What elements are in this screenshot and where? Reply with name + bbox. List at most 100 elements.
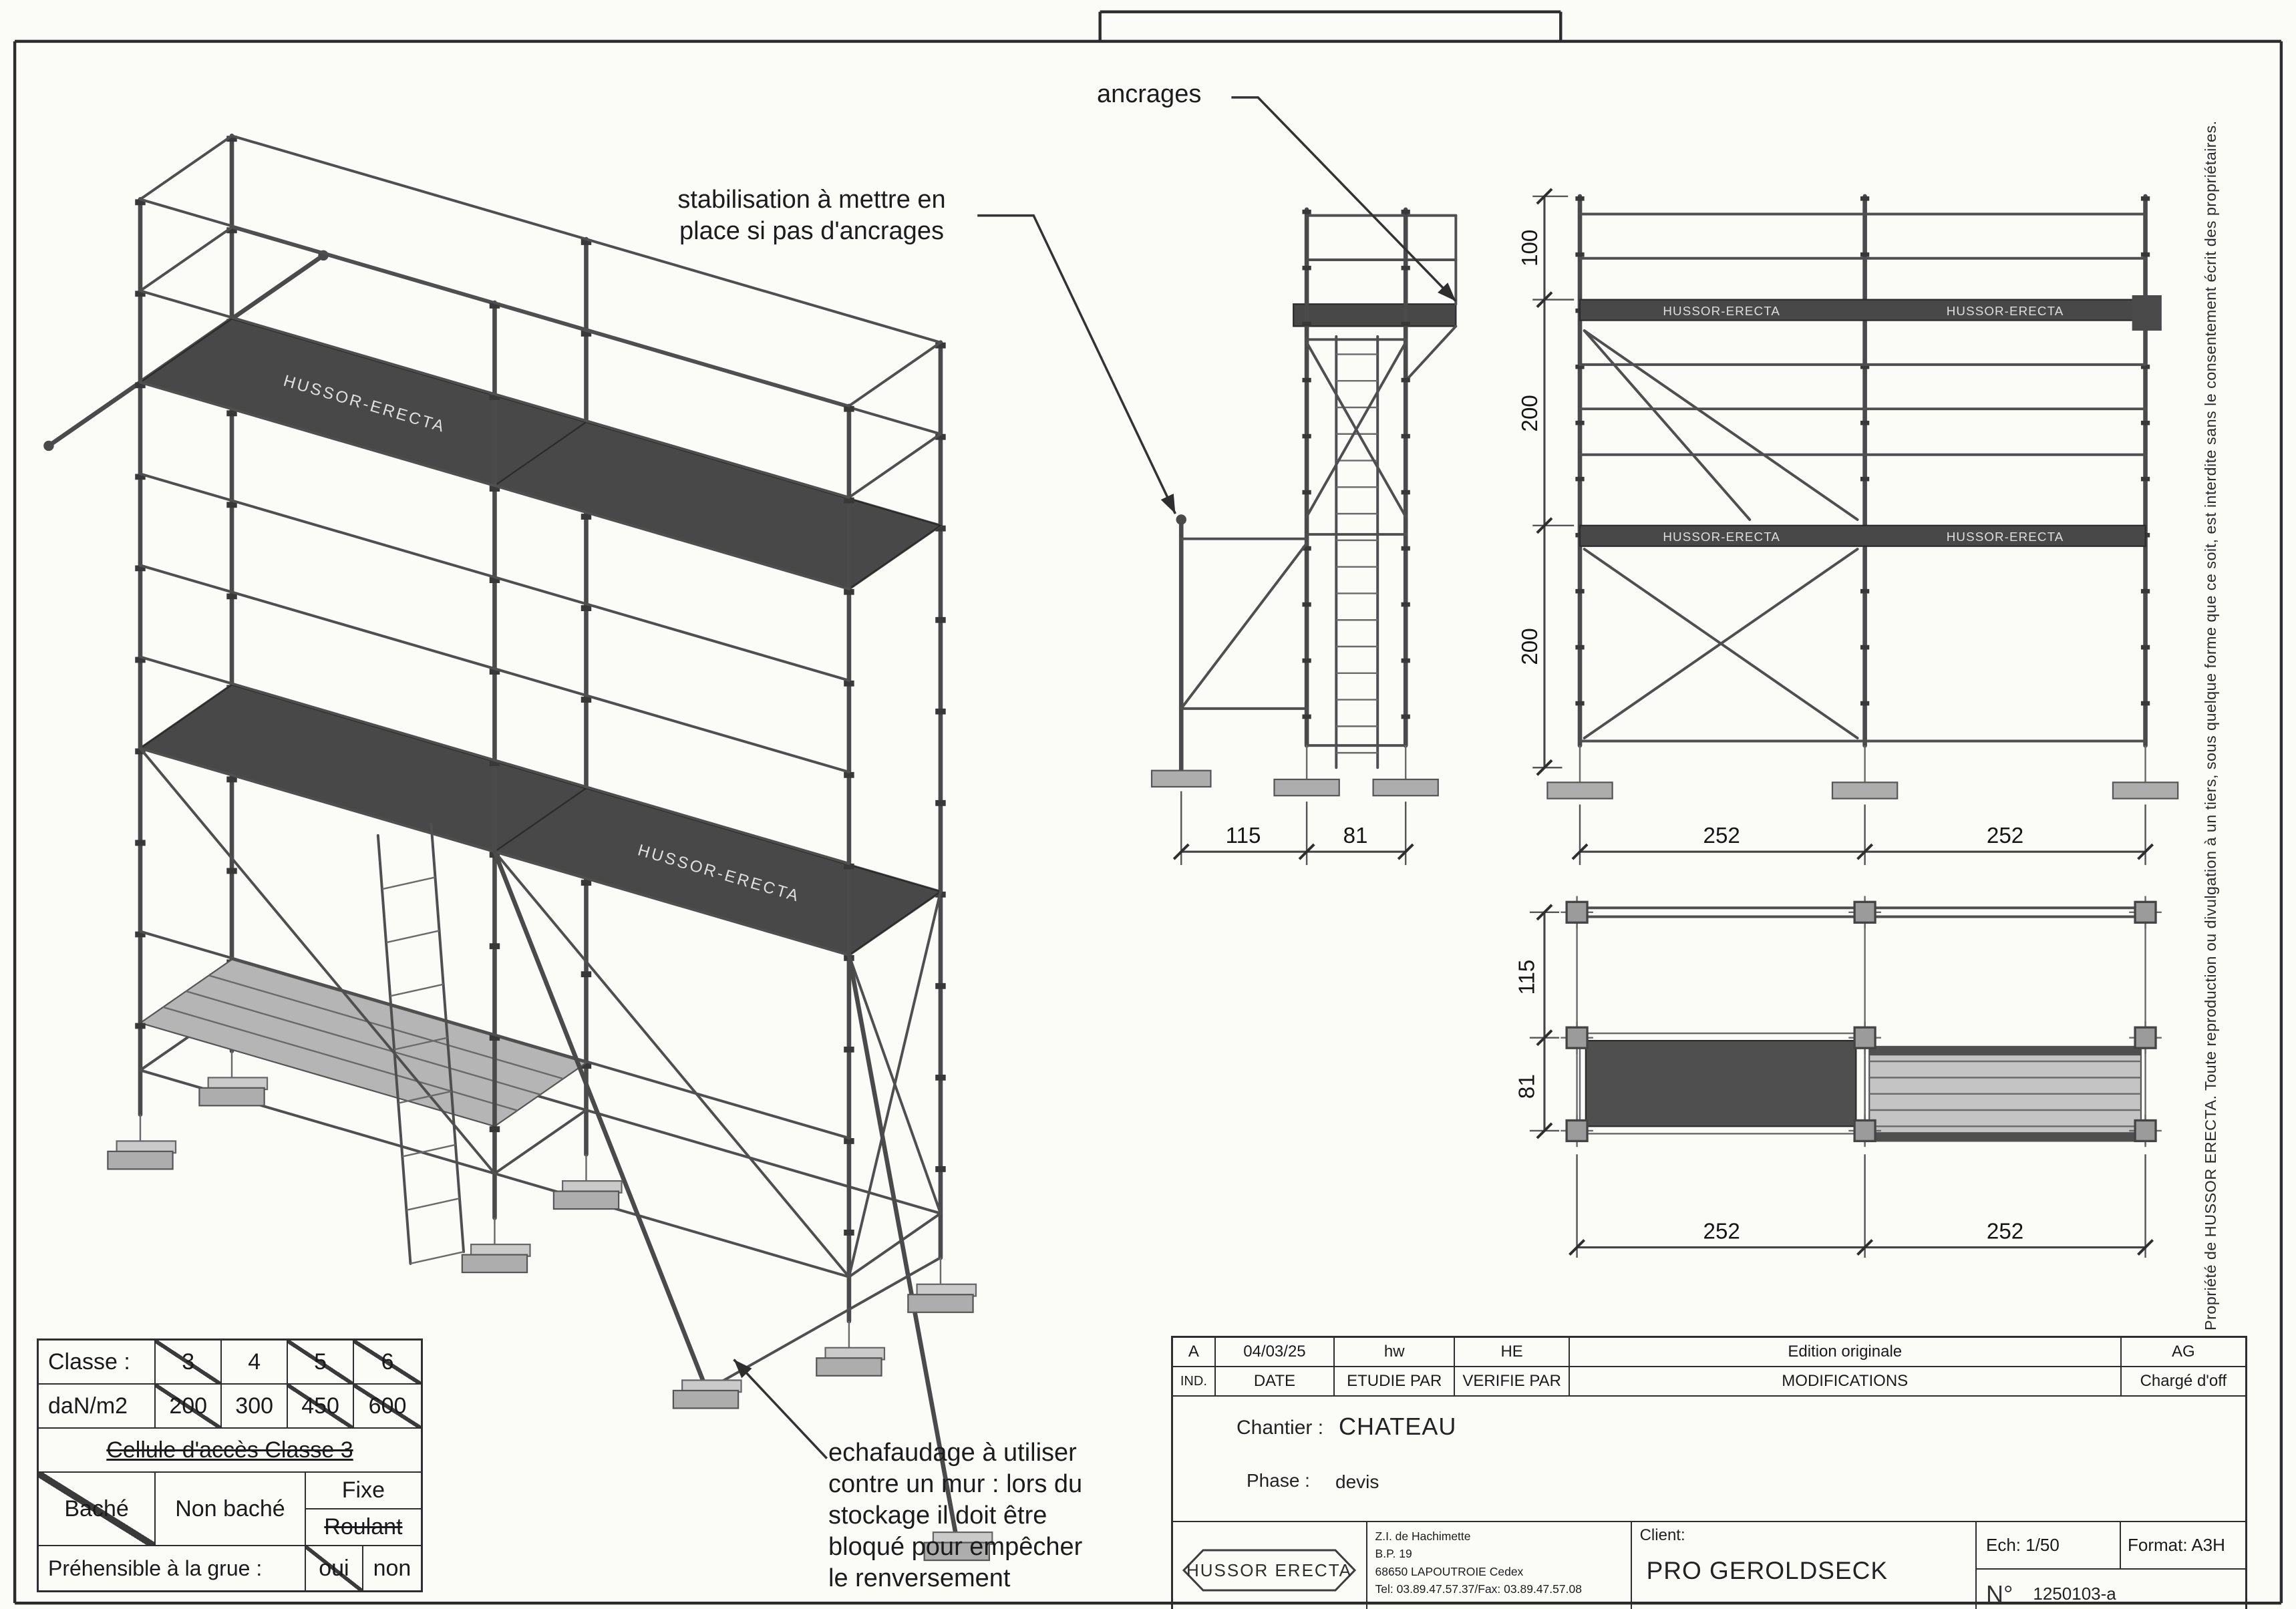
non-bache-cell: Non baché bbox=[156, 1473, 306, 1545]
rev-charge: AG bbox=[2172, 1343, 2195, 1361]
leader-lines bbox=[733, 96, 1457, 1459]
address-line: 68650 LAPOUTROIE Cedex bbox=[1375, 1564, 1524, 1578]
dim-label: 200 bbox=[1518, 628, 1542, 665]
stabilisation-leader bbox=[977, 214, 1176, 514]
plan-deck-right bbox=[1868, 1045, 2142, 1142]
dim-label: 200 bbox=[1518, 395, 1542, 431]
chantier-box: Chantier : CHATEAU Phase : devis bbox=[1173, 1397, 2245, 1522]
logo-cell: HUSSOR ERECTA bbox=[1173, 1522, 1367, 1609]
hdr-etudie: ETUDIE PAR bbox=[1335, 1367, 1456, 1395]
cellule-acces-label: Cellule d'accès Classe 3 bbox=[106, 1437, 353, 1463]
roulant-cell: Roulant bbox=[324, 1514, 403, 1540]
dim-label: 81 bbox=[1514, 1074, 1539, 1099]
classe-label: Classe : bbox=[39, 1340, 156, 1383]
plan-posts bbox=[1561, 896, 2162, 1147]
plan-view: 115 81 252 252 bbox=[1514, 896, 2162, 1258]
plan-deck-left bbox=[1585, 1040, 1857, 1127]
hdr-verifie: VERIFIE PAR bbox=[1455, 1367, 1570, 1395]
dim-label: 252 bbox=[1703, 824, 1740, 848]
deck-brand-label: HUSSOR-ERECTA bbox=[1947, 304, 2064, 318]
wall-note-leader bbox=[733, 1359, 828, 1459]
isometric-view: HUSSOR-ERECTA HUSSOR-ERECTA bbox=[43, 134, 993, 1562]
wall-note-line: stockage il doit être bbox=[828, 1501, 1047, 1530]
ancrages-label: ancrages bbox=[1097, 80, 1202, 108]
dim-label: 252 bbox=[1987, 824, 2023, 848]
iso-base-pads bbox=[107, 1077, 993, 1562]
client-value: PRO GEROLDSECK bbox=[1646, 1557, 1889, 1584]
chantier-label: Chantier : bbox=[1237, 1417, 1324, 1439]
phase-label: Phase : bbox=[1247, 1470, 1310, 1491]
num-value: 1250103-a bbox=[2033, 1584, 2116, 1604]
front-elevation: HUSSOR-ERECTA HUSSOR-ERECTA HUSSOR-ERECT… bbox=[1518, 188, 2179, 866]
rev-verifie: HE bbox=[1455, 1338, 1570, 1366]
deck-brand-label: HUSSOR-ERECTA bbox=[1947, 530, 2064, 544]
class-table: Classe : 3 4 5 6 daN/m2 200 300 450 600 … bbox=[37, 1338, 423, 1592]
address-line: B.P. 19 bbox=[1375, 1547, 1412, 1561]
dim-label: 252 bbox=[1703, 1219, 1740, 1244]
anchor-bracket bbox=[2132, 295, 2162, 331]
hdr-modifications: MODIFICATIONS bbox=[1570, 1367, 2122, 1395]
client-cell: Client: PRO GEROLDSECK bbox=[1632, 1522, 1977, 1609]
ech-label: Ech: 1/50 bbox=[1977, 1522, 2121, 1568]
logo-text: HUSSOR ERECTA bbox=[1186, 1560, 1352, 1580]
num-label: N° bbox=[1985, 1580, 2013, 1608]
address-line: Z.I. de Hachimette bbox=[1375, 1530, 1471, 1543]
ancrages-leader bbox=[1231, 96, 1457, 303]
hdr-date: DATE bbox=[1216, 1367, 1335, 1395]
title-block: A 04/03/25 hw HE Edition originale AG IN… bbox=[1171, 1336, 2247, 1609]
address-cell: Z.I. de Hachimette B.P. 19 68650 LAPOUTR… bbox=[1367, 1522, 1632, 1609]
side-stabilizer bbox=[1150, 514, 1309, 788]
wall-note-line: contre un mur : lors du bbox=[828, 1470, 1083, 1499]
hussor-erecta-logo: HUSSOR ERECTA bbox=[1182, 1549, 1357, 1592]
plan-horizontal-dimension: 252 252 bbox=[1569, 1154, 2154, 1258]
sheet-border bbox=[13, 10, 2283, 1605]
plan-vertical-dimension: 115 81 bbox=[1514, 904, 1560, 1139]
phase-value: devis bbox=[1335, 1471, 1379, 1492]
stabilisation-line: stabilisation à mettre en bbox=[677, 186, 946, 214]
grue-label: Préhensible à la grue : bbox=[39, 1546, 306, 1590]
classe-6-cell: 6 bbox=[354, 1340, 421, 1383]
classe-4-cell: 4 bbox=[222, 1340, 289, 1383]
iso-ladder bbox=[376, 822, 466, 1265]
rev-ind: A bbox=[1173, 1338, 1216, 1366]
dan-300-cell: 300 bbox=[222, 1385, 289, 1427]
dim-label: 115 bbox=[1226, 824, 1261, 848]
deck-brand-label: HUSSOR-ERECTA bbox=[1663, 530, 1780, 544]
rev-etudie: hw bbox=[1335, 1338, 1456, 1366]
bache-cell: Baché bbox=[39, 1473, 156, 1545]
hdr-charge: Chargé d'off bbox=[2140, 1372, 2227, 1390]
rev-date: 04/03/25 bbox=[1216, 1338, 1335, 1366]
title-block-strip: HUSSOR ERECTA Z.I. de Hachimette B.P. 19… bbox=[1173, 1522, 2245, 1609]
iso-decks: HUSSOR-ERECTA HUSSOR-ERECTA bbox=[138, 318, 943, 1127]
wall-note: echafaudage à utiliser contre un mur : l… bbox=[828, 1437, 1176, 1595]
deck-brand-label: HUSSOR-ERECTA bbox=[1663, 304, 1780, 318]
grue-oui-cell: oui bbox=[305, 1546, 363, 1590]
dim-label: 100 bbox=[1518, 230, 1542, 266]
format-label: Format: A3H bbox=[2127, 1535, 2225, 1555]
revision-header-row: IND. DATE ETUDIE PAR VERIFIE PAR MODIFIC… bbox=[1173, 1367, 2245, 1397]
dan-450-cell: 450 bbox=[288, 1385, 355, 1427]
grue-non-cell: non bbox=[373, 1555, 412, 1581]
property-notice: Propriété de HUSSOR ERECTA. Toute reprod… bbox=[2202, 120, 2219, 1330]
wall-note-line: echafaudage à utiliser bbox=[828, 1439, 1077, 1467]
address-line: Tel: 03.89.47.57.37/Fax: 03.89.47.57.08 bbox=[1375, 1582, 1582, 1596]
rev-modifications: Edition originale bbox=[1570, 1338, 2122, 1366]
scale-number-cell: Ech: 1/50 Format: A3H N° 1250103-a bbox=[1976, 1522, 2245, 1609]
dan-200-cell: 200 bbox=[156, 1385, 222, 1427]
revision-row: A 04/03/25 hw HE Edition originale AG bbox=[1173, 1338, 2245, 1367]
dim-label: 115 bbox=[1514, 960, 1539, 995]
wall-note-line: bloqué pour empêcher bbox=[828, 1533, 1083, 1562]
front-horizontal-dimension: 252 252 bbox=[1571, 804, 2154, 866]
front-vertical-dimension: 100 200 200 bbox=[1518, 188, 1575, 776]
fixe-cell: Fixe bbox=[305, 1473, 421, 1509]
dan-label: daN/m2 bbox=[39, 1385, 156, 1427]
stabilisation-line: place si pas d'ancrages bbox=[679, 217, 944, 246]
dim-label: 81 bbox=[1343, 824, 1368, 848]
stabilisation-note: stabilisation à mettre en place si pas d… bbox=[635, 184, 989, 247]
classe-3-cell: 3 bbox=[156, 1340, 222, 1383]
client-label: Client: bbox=[1639, 1526, 1685, 1544]
dim-label: 252 bbox=[1987, 1219, 2023, 1244]
side-elevation: 115 81 bbox=[1150, 207, 1458, 866]
